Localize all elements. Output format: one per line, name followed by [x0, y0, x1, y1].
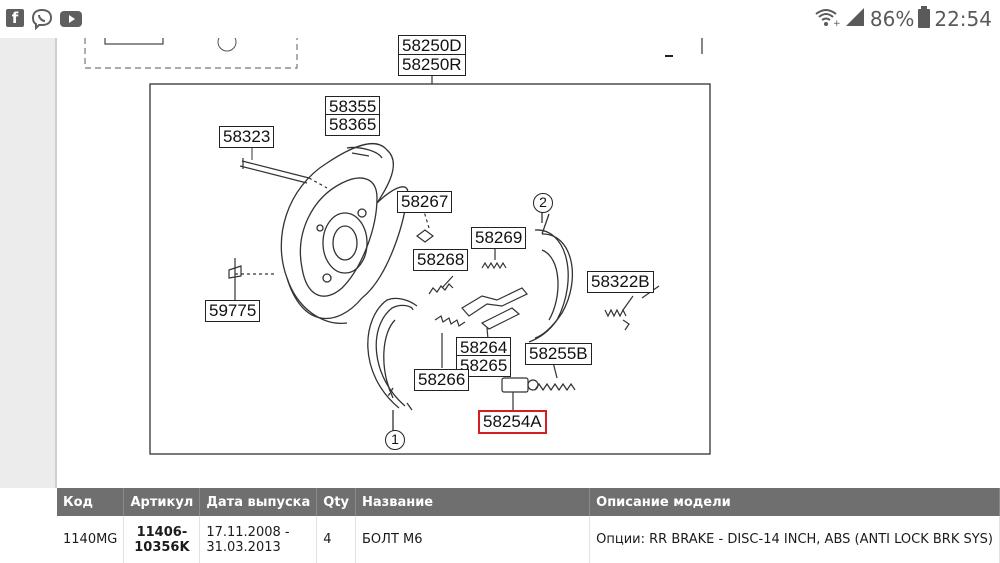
clock: 22:54	[934, 7, 992, 31]
part-label-58323[interactable]: 58323	[219, 126, 275, 148]
svg-text:+: +	[833, 19, 840, 27]
col-header-description[interactable]: Описание модели	[589, 488, 1000, 516]
part-label-58264[interactable]: 58264	[456, 337, 512, 359]
part-label-58268[interactable]: 58268	[413, 249, 469, 271]
cell-name: БОЛТ М6	[355, 516, 591, 563]
part-label-58255b[interactable]: 58255B	[525, 343, 592, 365]
date-to: 31.03.2013	[206, 539, 281, 555]
part-label-58266[interactable]: 58266	[414, 369, 470, 391]
cell-description: Опции: RR BRAKE - DISC-14 INCH, ABS (ANT…	[589, 516, 1000, 563]
diagram-drawing	[84, 38, 711, 455]
col-header-article[interactable]: Артикул	[123, 488, 201, 516]
facebook-icon: f	[6, 9, 24, 27]
wifi-icon: +	[814, 7, 840, 32]
status-right: + 86% 22:54	[814, 5, 992, 33]
youtube-icon	[60, 11, 82, 27]
col-header-date[interactable]: Дата выпуска	[199, 488, 318, 516]
brake-shoe-2	[528, 198, 574, 343]
battery-percent: 86%	[869, 7, 915, 31]
status-bar: f + 86% 22:54	[0, 0, 1000, 38]
part-label-58322b[interactable]: 58322B	[587, 271, 654, 293]
part-label-58265[interactable]: 58265	[456, 355, 512, 377]
callout-1: 1	[385, 430, 405, 450]
left-gutter	[0, 38, 55, 488]
parts-table: Код Артикул Дата выпуска Qty Название Оп…	[57, 488, 1000, 563]
col-header-code[interactable]: Код	[57, 488, 125, 516]
battery-icon	[918, 5, 931, 33]
part-label-58254a-highlighted[interactable]: 58254A	[478, 410, 547, 434]
signal-icon	[844, 7, 866, 32]
col-header-qty[interactable]: Qty	[316, 488, 357, 516]
cell-article[interactable]: 11406- 10356K	[123, 516, 201, 563]
cell-code: 1140MG	[57, 516, 125, 563]
backing-plate	[280, 129, 409, 324]
table-header-row: Код Артикул Дата выпуска Qty Название Оп…	[57, 488, 1000, 516]
page-border	[55, 38, 57, 488]
part-label-58355[interactable]: 58355	[325, 96, 381, 118]
article-part2: 10356K	[134, 539, 190, 555]
bolt	[239, 158, 328, 189]
brake-shoe-1	[367, 297, 418, 436]
table-row[interactable]: 1140MG 11406- 10356K 17.11.2008 - 31.03.…	[57, 516, 1000, 563]
part-label-58269[interactable]: 58269	[471, 227, 527, 249]
part-label-1220fs[interactable]	[665, 55, 673, 57]
parts-diagram: 58250D 58250R 58355 58365 58323 58267 58…	[57, 35, 1000, 488]
viber-icon	[31, 8, 53, 30]
part-label-59775[interactable]: 59775	[205, 300, 261, 322]
col-header-name[interactable]: Название	[355, 488, 591, 516]
date-from: 17.11.2008 -	[206, 524, 290, 540]
callout-2: 2	[533, 193, 553, 213]
article-part1: 11406-	[136, 524, 188, 540]
cell-date: 17.11.2008 - 31.03.2013	[199, 516, 318, 563]
part-label-58267[interactable]: 58267	[397, 191, 453, 213]
part-label-58365[interactable]: 58365	[325, 114, 381, 136]
cell-qty: 4	[316, 516, 357, 563]
part-label-58250r[interactable]: 58250R	[398, 54, 466, 76]
